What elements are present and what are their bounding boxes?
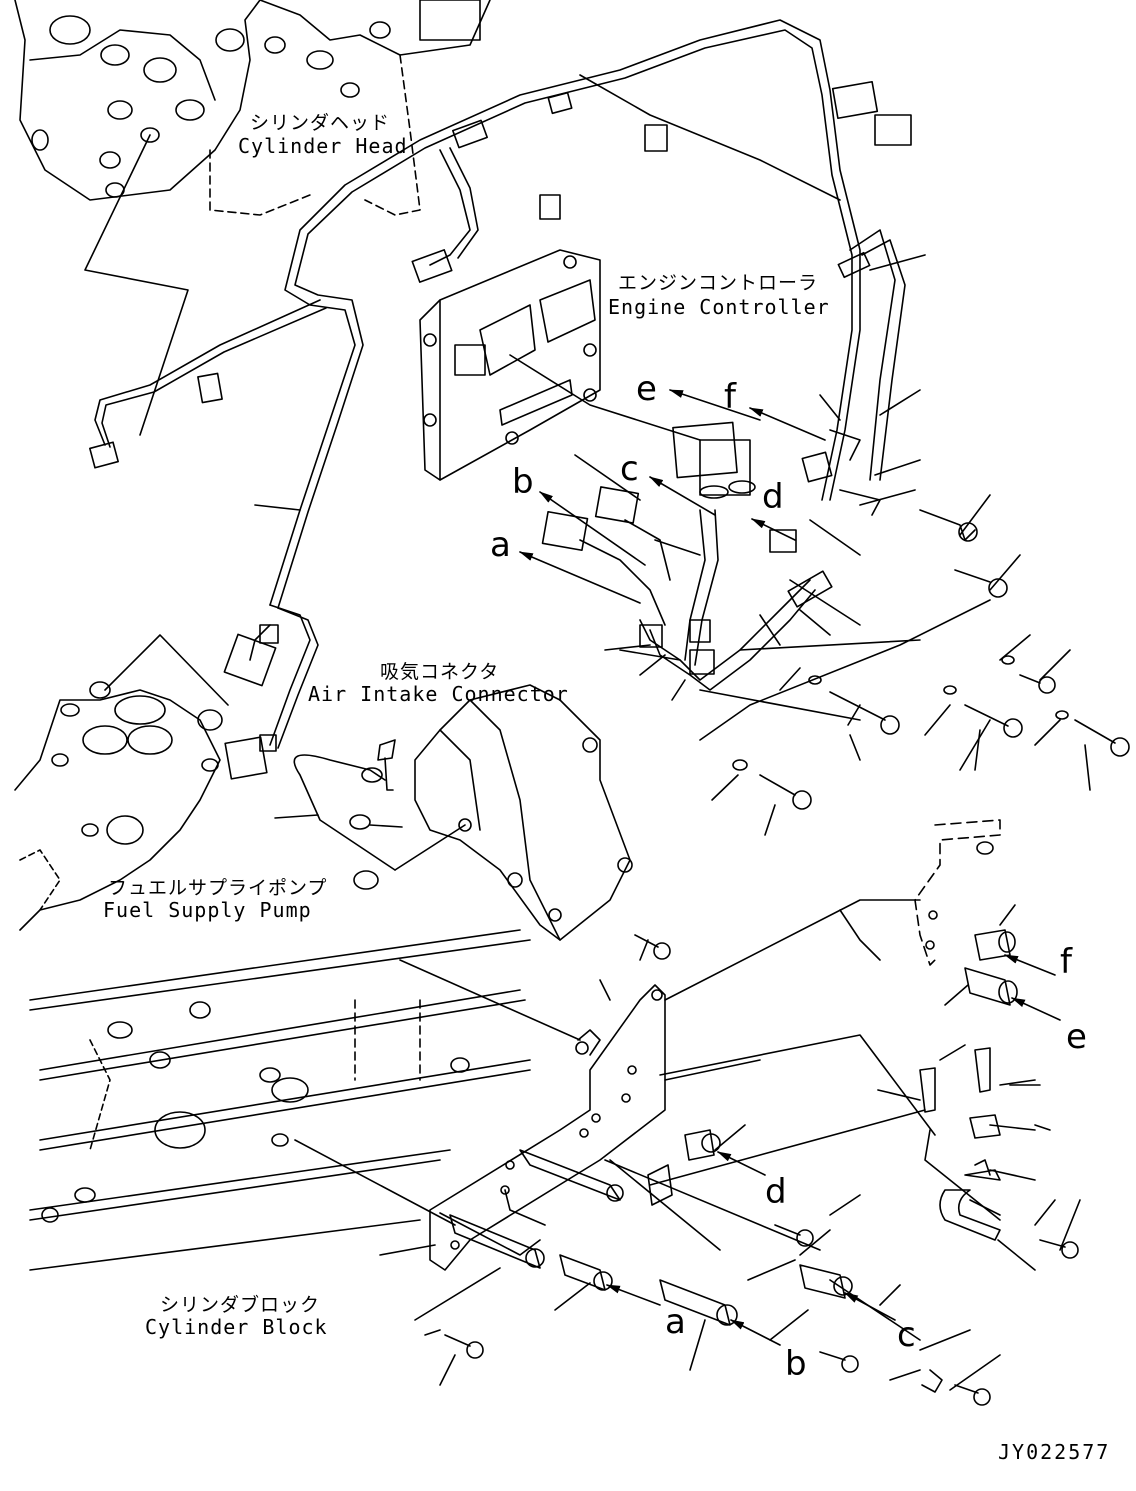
engine-controller-label-en: Engine Controller [608, 295, 830, 319]
fuel-supply-pump-drawing [15, 682, 222, 930]
cylinder-head-label-en: Cylinder Head [238, 134, 408, 158]
callout-c-upper: c [620, 449, 639, 489]
leader-line [105, 635, 228, 705]
engine-controller-drawing [420, 250, 700, 480]
spacer-tubes [450, 930, 1017, 1325]
callout-f-lower: f [1060, 942, 1072, 982]
leader-line [275, 815, 318, 818]
callout-b-upper: b [512, 462, 534, 502]
leader-line [295, 1140, 455, 1225]
drawing-code: JY022577 [998, 1440, 1111, 1464]
callout-c-lower: c [897, 1315, 916, 1355]
cylinder-block-label-en: Cylinder Block [145, 1315, 328, 1339]
callout-e-lower: e [1066, 1017, 1087, 1057]
frame-bracket-right [915, 820, 1000, 965]
callout-b-lower: b [785, 1344, 807, 1384]
cylinder-head-label-jp: シリンダヘッド [250, 112, 391, 134]
sensor-bracket [920, 1048, 1000, 1240]
callout-a-upper: a [490, 525, 511, 565]
leader-line [370, 825, 402, 827]
air-intake-label-en: Air Intake Connector [308, 682, 569, 706]
leader-line [395, 825, 465, 870]
mounting-plate [430, 985, 665, 1270]
callout-f-upper: f [724, 377, 736, 417]
air-intake-label-jp: 吸気コネクタ [380, 661, 500, 683]
callout-d-lower: d [765, 1172, 787, 1212]
callout-arrows [519, 390, 1060, 1345]
air-intake-connector-drawing [294, 685, 632, 940]
callout-a-lower: a [665, 1302, 686, 1342]
leader-line [85, 135, 188, 435]
cylinder-head-drawing [15, 0, 490, 215]
engine-controller-label-jp: エンジンコントローラ [618, 272, 819, 294]
callout-d-upper: d [762, 477, 784, 517]
wiring-harness [90, 20, 911, 779]
cylinder-block-drawing [30, 930, 530, 1270]
cylinder-block-label-jp: シリンダブロック [160, 1294, 321, 1316]
fuel-pump-label-en: Fuel Supply Pump [103, 898, 312, 922]
callout-e-upper: e [636, 369, 657, 409]
bolts [445, 510, 1129, 1405]
leader-lines [255, 255, 1090, 1390]
fuel-pump-label-jp: フュエルサプライポンプ [108, 877, 328, 899]
